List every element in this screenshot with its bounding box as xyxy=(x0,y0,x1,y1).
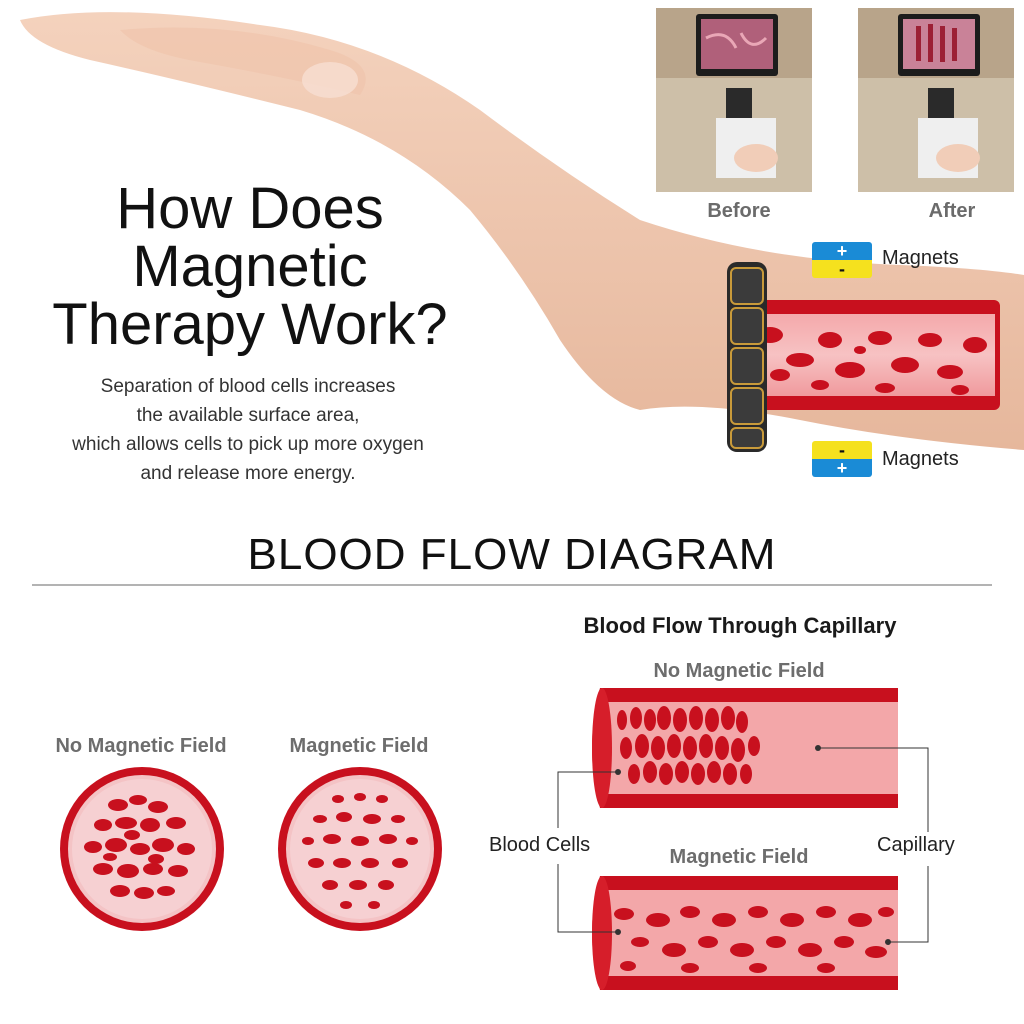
hand-illustration xyxy=(20,12,1024,452)
description-line-3: which allows cells to pick up more oxyge… xyxy=(72,434,424,455)
magnet-minus-pole: - xyxy=(812,441,872,459)
section-title: BLOOD FLOW DIAGRAM xyxy=(247,530,777,579)
magnet-indicator-bottom: - + xyxy=(812,441,872,477)
capillary-top-label: No Magnetic Field xyxy=(653,660,825,682)
description-line-4: and release more energy. xyxy=(140,463,356,484)
description: Separation of blood cells increases the … xyxy=(0,372,496,488)
title-line-3: Therapy Work? xyxy=(52,292,448,357)
capillary-bottom-label: Magnetic Field xyxy=(669,846,809,868)
magnet-plus-pole: + xyxy=(812,242,872,260)
capillary-vessel-no-field xyxy=(592,688,898,808)
magnet-minus-pole: - xyxy=(812,260,872,278)
capillary-diagram xyxy=(557,688,929,990)
magnet-indicator-top: + - xyxy=(812,242,872,278)
cross-section-right-label: Magnetic Field xyxy=(289,735,429,757)
capillary-vessel-magnetic-field xyxy=(592,876,898,990)
title-line-1: How Does xyxy=(116,176,384,241)
magnets-label-bottom: Magnets xyxy=(882,448,959,470)
after-photo xyxy=(858,8,1014,192)
capillary-label: Capillary xyxy=(877,834,955,856)
section-divider xyxy=(32,584,992,586)
magnets-label-top: Magnets xyxy=(882,247,959,269)
title-line-2: Magnetic xyxy=(132,234,368,299)
after-label: After xyxy=(928,200,976,222)
cross-section-magnetic-field xyxy=(278,767,442,931)
cross-section-no-field xyxy=(60,767,224,931)
main-title: How Does Magnetic Therapy Work? xyxy=(0,180,500,354)
before-photo xyxy=(656,8,812,192)
capillary-diagram-title: Blood Flow Through Capillary xyxy=(583,613,897,638)
description-line-1: Separation of blood cells increases xyxy=(100,376,396,397)
description-line-2: the available surface area, xyxy=(136,405,360,426)
cross-section-left-label: No Magnetic Field xyxy=(55,735,227,757)
magnet-plus-pole: + xyxy=(812,459,872,477)
blood-cells-label: Blood Cells xyxy=(489,834,591,856)
before-label: Before xyxy=(707,200,771,222)
